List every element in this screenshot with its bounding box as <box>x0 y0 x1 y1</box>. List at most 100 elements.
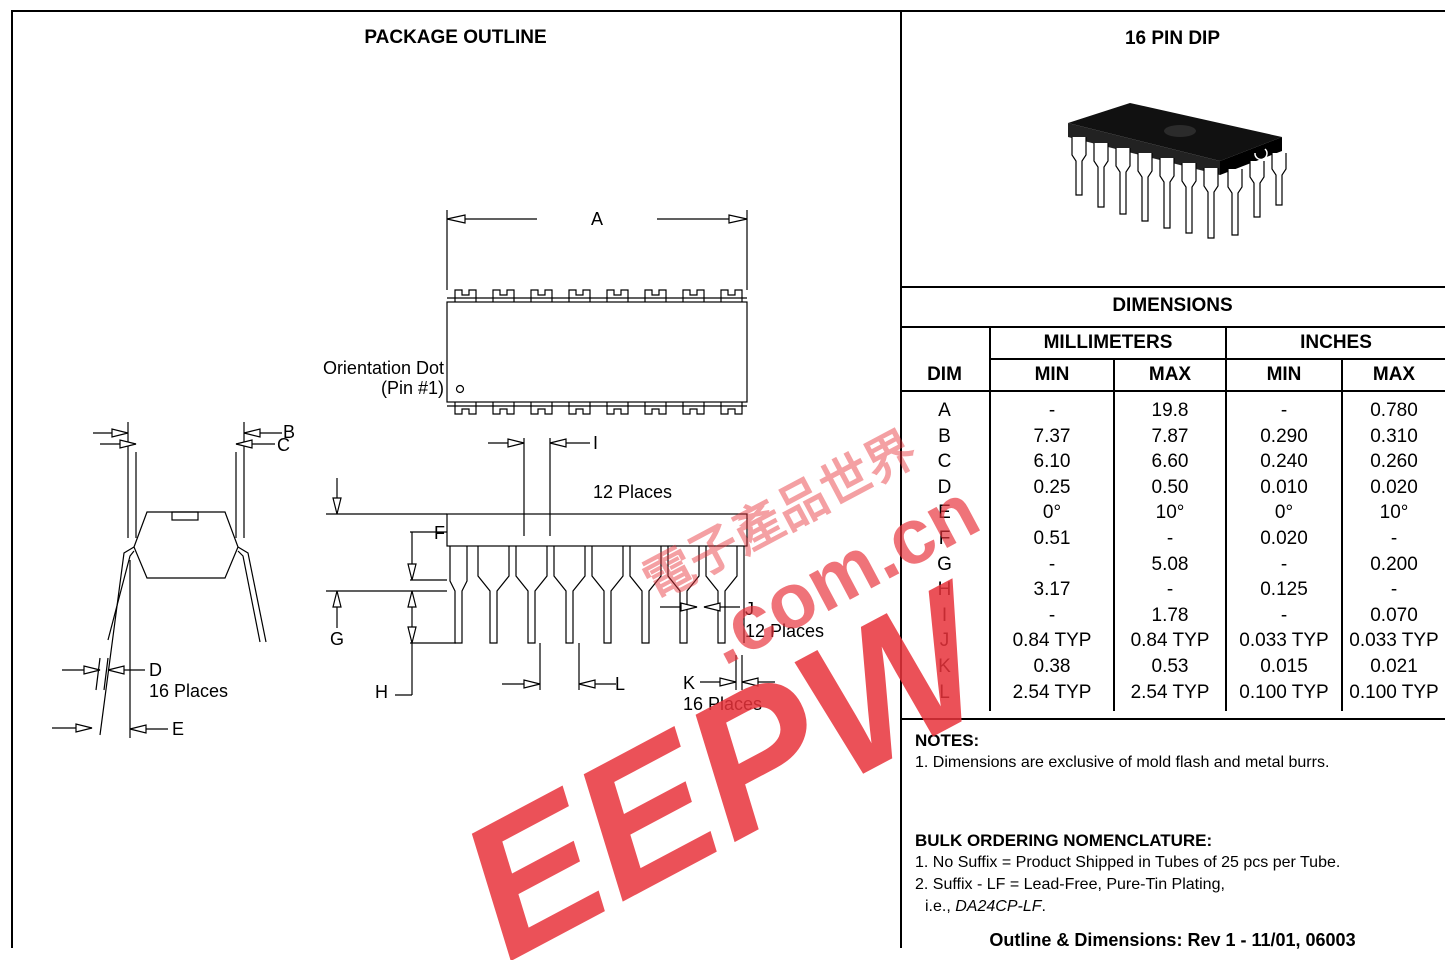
bulk-line-3-suffix: . <box>1041 898 1046 915</box>
dimension-cell-dim: G <box>900 551 991 578</box>
label-g: G <box>330 629 345 649</box>
top-pins-lower <box>454 402 743 415</box>
eepw-watermark: EEPW .com.cn 電子產品世界 <box>428 421 1034 960</box>
footer-revision: Outline & Dimensions: Rev 1 - 11/01, 060… <box>989 930 1356 950</box>
end-view-lead-left-outer <box>99 546 135 736</box>
end-view-lead-left-inner <box>107 550 135 641</box>
dimension-cell-mm-min: 3.17 <box>990 577 1115 603</box>
dimension-cell-in-max: 0.100 TYP <box>1349 681 1439 703</box>
dimension-cell-dim: C <box>900 449 991 475</box>
dimension-cell-in-max: 0.070 <box>1370 604 1418 626</box>
dimension-cell-in-max: 0.021 <box>1370 655 1418 677</box>
dimension-cell-in-min: 0.010 <box>1226 474 1343 501</box>
a-arrow-left <box>446 214 466 224</box>
dimension-cell-in-max: 0.310 <box>1370 425 1418 447</box>
dimension-cell-mm-min: - <box>990 602 1115 629</box>
dimension-cell-dim: D <box>900 474 991 501</box>
dimension-cell-in-max: - <box>1390 579 1398 601</box>
dimension-cell-in-min: - <box>1226 391 1343 424</box>
label-f: F <box>434 523 445 543</box>
dimension-cell-mm-max: 10° <box>1114 500 1227 526</box>
dimension-cell-in-min: - <box>1226 551 1343 578</box>
dimension-cell-in-min: 0.033 TYP <box>1226 628 1343 654</box>
label-i: I <box>593 433 599 453</box>
dimension-cell-mm-max: 7.87 <box>1114 423 1227 450</box>
label-a: A <box>591 209 604 229</box>
dimension-cell-mm-max: - <box>1114 525 1227 552</box>
dimension-cell-mm-min: 0.25 <box>990 474 1115 501</box>
dimension-cell-mm-min: - <box>990 551 1115 578</box>
dimension-cell-in-max: 0.260 <box>1370 451 1418 473</box>
dimension-cell-in-min: 0.290 <box>1226 423 1343 450</box>
dimension-cell-dim: I <box>900 602 991 629</box>
dimension-row: I-1.78-0.070 <box>900 602 1445 629</box>
label-d: D <box>149 660 162 680</box>
package-name-title: 16 PIN DIP <box>1124 28 1221 49</box>
notes-title: NOTES: <box>915 731 980 750</box>
dimension-cell-in-min: 0.100 TYP <box>1226 679 1343 712</box>
a-arrow-right <box>728 214 748 224</box>
end-view-lead-right-outer <box>237 546 267 643</box>
mm-min-header: MIN <box>990 358 1115 391</box>
dimension-cell-in-max: 0.780 <box>1370 400 1418 421</box>
dimension-cell-dim: F <box>900 525 991 552</box>
label-h: H <box>375 682 388 702</box>
dimension-cell-in-max: 0.020 <box>1370 476 1418 498</box>
dimension-row: G-5.08-0.200 <box>900 551 1445 578</box>
dimension-cell-dim: H <box>900 577 991 603</box>
dimension-cell-in-min: 0° <box>1226 500 1343 526</box>
dimension-cell-mm-max: - <box>1114 577 1227 603</box>
dimension-cell-in-max: 0.200 <box>1370 553 1418 575</box>
dimension-cell-mm-max: 0.84 TYP <box>1114 628 1227 654</box>
label-d-places: 16 Places <box>149 681 229 701</box>
dimension-row: A-19.8-0.780 <box>900 391 1445 424</box>
dimension-cell-in-min: 0.240 <box>1226 449 1343 475</box>
mm-header: MILLIMETERS <box>990 327 1227 359</box>
dimension-cell-dim: E <box>900 500 991 526</box>
bulk-line-3: i.e., DA24CP-LF. <box>915 896 1445 918</box>
orientation-dot <box>455 384 465 394</box>
dimension-cell-dim: J <box>900 628 991 654</box>
dimension-cell-mm-min: 2.54 TYP <box>990 679 1115 712</box>
dimension-cell-mm-min: 0.51 <box>990 525 1115 552</box>
bulk-line-3-prefix: i.e., <box>925 898 956 915</box>
inches-header: INCHES <box>1300 332 1372 354</box>
dimension-cell-in-max: 10° <box>1379 502 1409 524</box>
label-j-places: 12 Places <box>745 621 825 641</box>
label-e: E <box>172 719 185 739</box>
dimension-cell-mm-max: 5.08 <box>1114 551 1227 578</box>
note-1: 1. Dimensions are exclusive of mold flas… <box>915 754 1330 771</box>
dimension-cell-mm-max: 0.53 <box>1114 653 1227 680</box>
label-k: K <box>683 673 696 693</box>
bulk-title: BULK ORDERING NOMENCLATURE: <box>915 831 1213 850</box>
package-outline-drawing <box>52 210 775 738</box>
dimension-cell-mm-min: 0° <box>990 500 1115 526</box>
dip-package-illustration <box>1068 103 1287 239</box>
dimension-cell-mm-max: 1.78 <box>1114 602 1227 629</box>
top-pins-upper <box>454 289 743 302</box>
dimension-cell-dim: A <box>900 391 991 424</box>
bulk-line-3-part: DA24CP-LF <box>955 898 1042 915</box>
label-l: L <box>615 674 626 694</box>
notes-section: NOTES: 1. Dimensions are exclusive of mo… <box>915 730 1435 774</box>
label-i-places: 12 Places <box>593 482 673 502</box>
dimension-cell-dim: L <box>900 679 991 712</box>
side-view-body <box>446 513 748 547</box>
label-k-places: 16 Places <box>683 694 763 714</box>
in-min-header: MIN <box>1226 358 1343 391</box>
dim-header: DIM <box>900 359 991 391</box>
dimension-cell-mm-max: 2.54 TYP <box>1114 679 1227 712</box>
dimension-cell-in-min: 0.015 <box>1226 653 1343 680</box>
end-view-body <box>133 511 239 579</box>
label-c: C <box>277 435 290 455</box>
dimension-cell-mm-max: 19.8 <box>1114 391 1227 424</box>
side-view-leads <box>449 546 745 644</box>
left-panel-frame <box>11 10 900 948</box>
label-b: B <box>283 422 296 442</box>
dimensions-table: MILLIMETERS INCHES DIM MIN MAX MIN MAX A… <box>900 326 1445 712</box>
dimension-cell-mm-max: 0.50 <box>1114 474 1227 501</box>
